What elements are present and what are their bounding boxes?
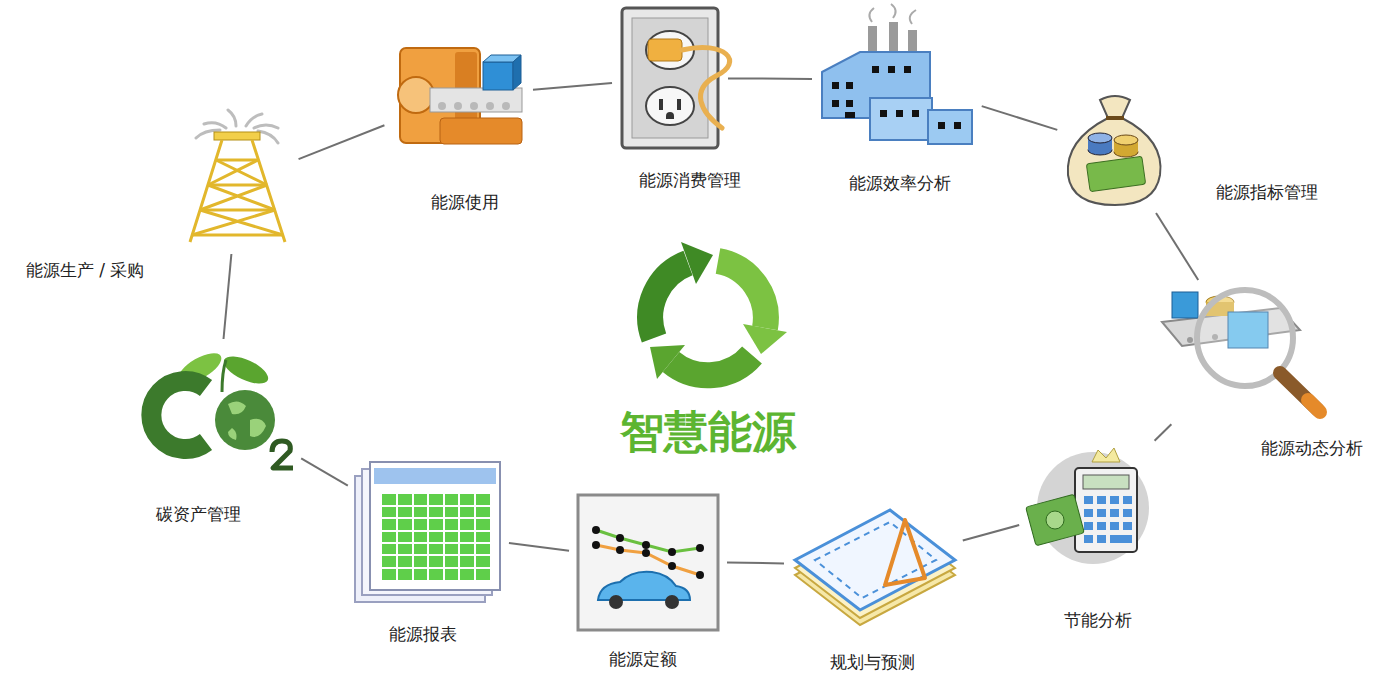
- node-label: 节能分析: [1064, 610, 1132, 630]
- icon-node: 能源动态分析: [1158, 285, 1330, 420]
- icon-node: 规划与预测: [790, 505, 957, 625]
- calculator-icon: [1026, 448, 1149, 564]
- icon-node: 能源指标管理: [1063, 88, 1167, 208]
- icon-node: 能源定额: [575, 490, 721, 632]
- tower-icon: [190, 110, 285, 242]
- node-label: 能源报表: [389, 624, 457, 644]
- cycle-connector: [509, 543, 569, 551]
- quota-chart-icon: [578, 495, 718, 630]
- cycle-connector: [1155, 424, 1172, 441]
- socket-icon: [622, 8, 730, 148]
- node-label: 能源动态分析: [1261, 438, 1363, 458]
- node-label: 能源生产 / 采购: [26, 260, 145, 280]
- center-title: 智慧能源: [620, 408, 796, 456]
- icon-node: 能源效率分析: [818, 12, 976, 147]
- node-label: 规划与预测: [830, 652, 915, 672]
- machine-icon: [398, 48, 522, 144]
- cycle-connector: [727, 562, 784, 563]
- cycle-connector: [301, 458, 348, 485]
- planning-sheets-icon: [795, 510, 955, 625]
- icon-node: 能源生产 / 采购: [183, 118, 293, 248]
- money-bag-icon: [1068, 96, 1161, 205]
- recycle-symbol: [650, 242, 787, 379]
- factory-icon: [822, 4, 972, 144]
- magnifier-conveyor-icon: [1162, 290, 1320, 412]
- icon-node: 能源报表: [353, 460, 503, 605]
- node-label: 能源使用: [431, 192, 499, 212]
- node-label: 能源消费管理: [639, 170, 741, 190]
- node-label: 能源定额: [609, 649, 677, 669]
- report-sheets-icon: [355, 462, 500, 602]
- cycle-connector: [299, 125, 385, 159]
- cycle-connector: [224, 254, 232, 339]
- co2-icon: [151, 347, 293, 468]
- icon-node: 能源消费管理: [618, 5, 722, 151]
- cycle-connector: [1156, 213, 1198, 280]
- cycle-connector: [533, 83, 612, 90]
- cycle-connector: [963, 525, 1019, 540]
- node-label: 能源指标管理: [1216, 182, 1318, 202]
- cycle-connector: [728, 77, 812, 80]
- cycle-connector: [982, 106, 1058, 130]
- icon-node: 能源使用: [390, 40, 527, 152]
- icon-node: 节能分析: [1025, 445, 1152, 567]
- node-label: 能源效率分析: [849, 173, 951, 193]
- icon-node: 碳资产管理: [138, 345, 296, 473]
- node-label: 碳资产管理: [156, 504, 241, 524]
